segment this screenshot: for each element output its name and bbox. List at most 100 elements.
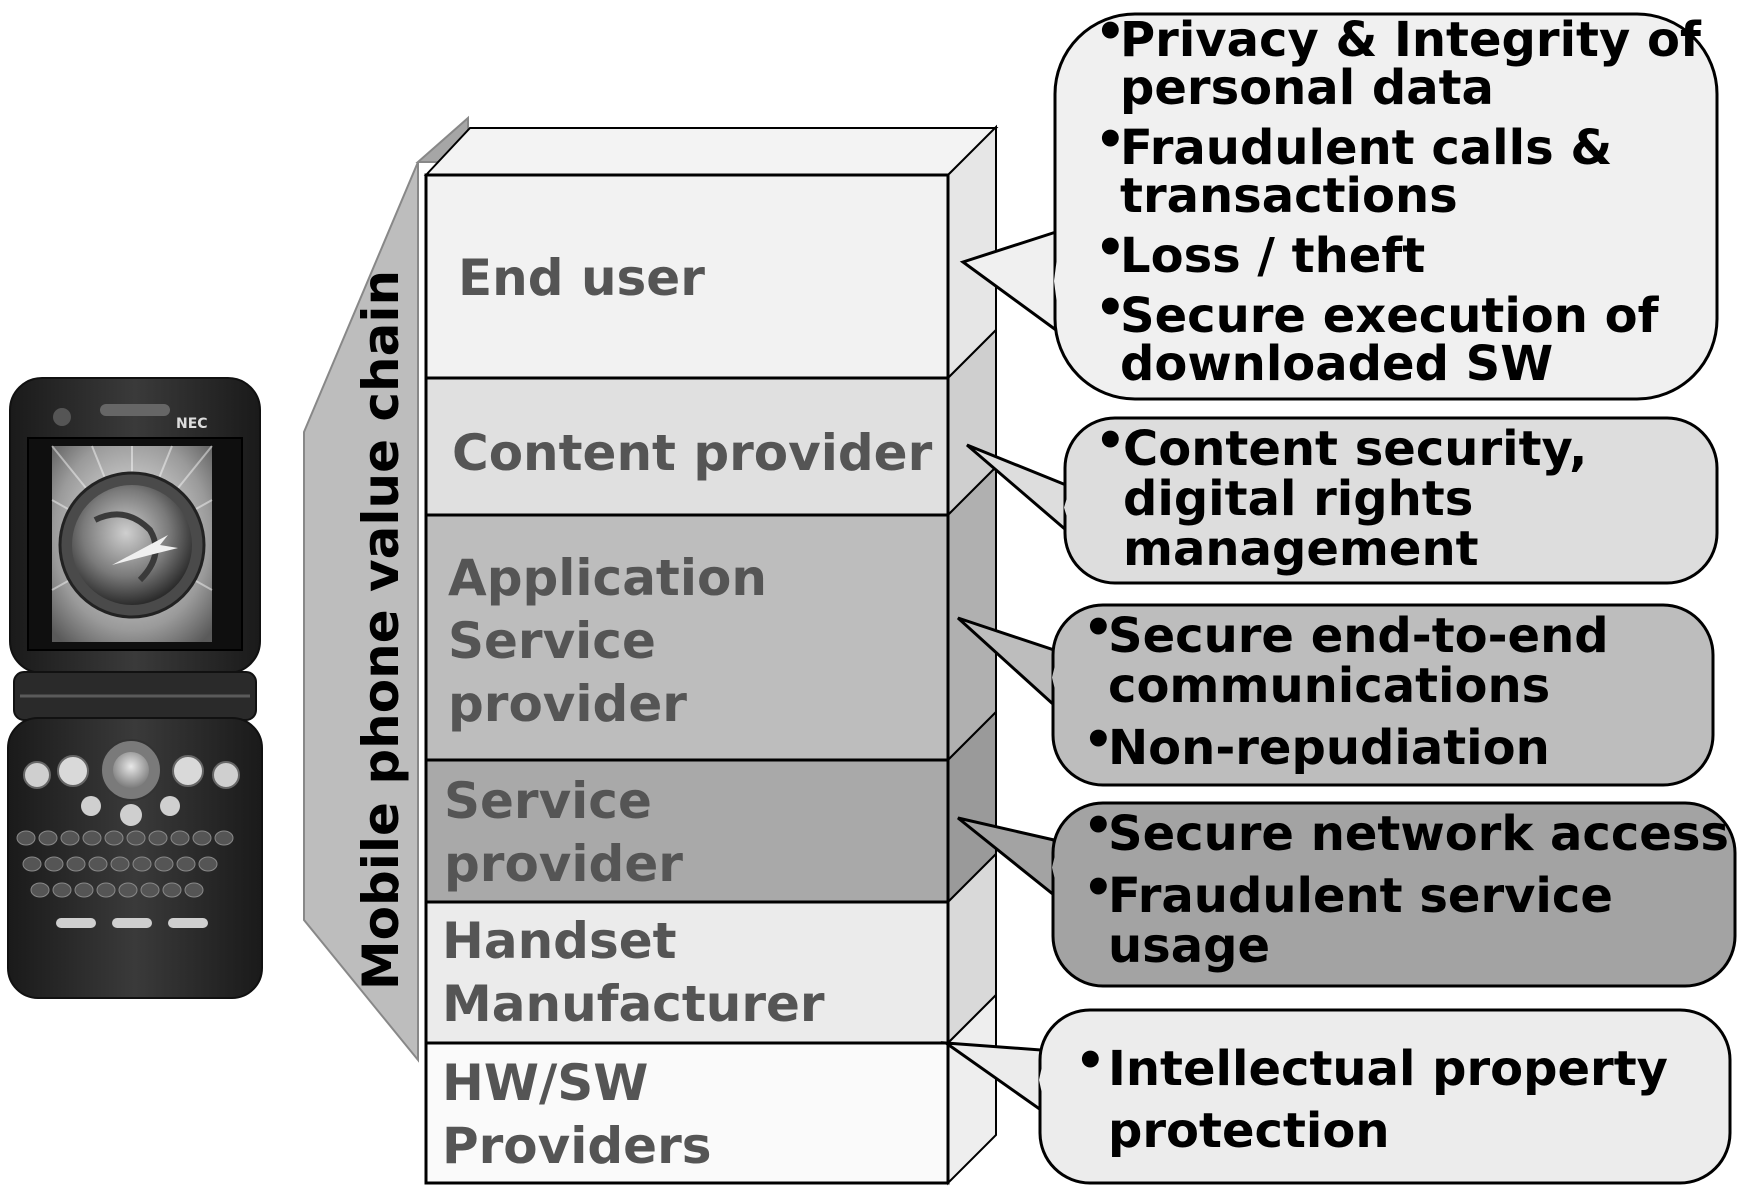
axis-label: Mobile phone value chain <box>352 270 410 990</box>
keypad-key[interactable] <box>162 882 182 898</box>
callout-item-text: Non-repudiation <box>1108 720 1550 776</box>
keypad-key[interactable] <box>30 882 50 898</box>
keypad-key[interactable] <box>66 856 86 872</box>
layer-box-application-service-provider <box>424 513 950 762</box>
callout-item-text: downloaded SW <box>1120 336 1553 392</box>
layer-label-application-service-provider: Service <box>448 612 656 670</box>
layer-box-service-provider <box>424 758 950 904</box>
layer-label-handset-manufacturer: Handset <box>442 912 677 970</box>
keypad-key[interactable] <box>22 856 42 872</box>
softkey-left-button[interactable] <box>23 761 51 789</box>
callout-body <box>1053 12 1719 401</box>
keypad-key[interactable] <box>88 856 108 872</box>
menu-key-left[interactable] <box>81 796 101 816</box>
keypad-key[interactable] <box>148 830 168 846</box>
callout-item-text: personal data <box>1120 60 1494 116</box>
layer-label-application-service-provider: provider <box>448 675 687 733</box>
layer-box-hw-sw-providers <box>424 1041 950 1185</box>
bullet-icon: • <box>1095 220 1126 276</box>
keypad-key[interactable] <box>60 830 80 846</box>
callout-content-provider-concerns: •Content security,digital rightsmanageme… <box>966 413 1719 585</box>
keypad-key[interactable] <box>52 882 72 898</box>
keypad-key[interactable] <box>198 856 218 872</box>
keypad-key[interactable] <box>82 830 102 846</box>
keypad-key[interactable] <box>192 830 212 846</box>
keypad-key[interactable] <box>140 882 160 898</box>
keypad-key[interactable] <box>74 882 94 898</box>
callout-body <box>1051 801 1737 988</box>
layer-content-provider: Content provider <box>424 327 997 518</box>
callout-application-service-provider-concerns: •Secure end-to-endcommunications•Non-rep… <box>956 600 1715 787</box>
phone-brand-label: NEC <box>176 416 208 432</box>
layer-label-end-user: End user <box>458 249 705 307</box>
layer-label-service-provider: Service <box>444 772 652 830</box>
callout-item-text: usage <box>1108 918 1270 974</box>
airplane-icon <box>112 535 178 565</box>
bullet-icon: • <box>1095 413 1126 469</box>
end-button[interactable] <box>172 755 204 787</box>
bullet-icon: • <box>1083 600 1114 656</box>
bullet-icon: • <box>1075 1033 1106 1089</box>
callout-seam <box>1052 843 1058 892</box>
layer-side-application-service-provider <box>947 464 997 763</box>
layer-label-handset-manufacturer: Manufacturer <box>442 975 825 1033</box>
callout-item-text: management <box>1123 521 1479 577</box>
keypad-key[interactable] <box>176 856 196 872</box>
callout-item-text: Fraudulent calls & <box>1120 120 1612 176</box>
callout-item-text: Secure execution of <box>1120 288 1660 344</box>
keypad-key[interactable] <box>154 856 174 872</box>
mobile-phone-image: NEC <box>7 377 263 999</box>
keypad-key[interactable] <box>126 830 146 846</box>
bullet-icon: • <box>1083 798 1114 854</box>
keypad-key[interactable] <box>118 882 138 898</box>
keypad-key[interactable] <box>16 830 36 846</box>
keypad-key[interactable] <box>214 830 234 846</box>
callout-item-text: Loss / theft <box>1120 228 1425 284</box>
callout-item-text: Privacy & Integrity of <box>1120 12 1702 68</box>
layer-label-content-provider: Content provider <box>452 424 933 482</box>
menu-key-center[interactable] <box>120 804 142 826</box>
callout-item-text: digital rights <box>1123 471 1473 527</box>
callout-body <box>1038 1008 1732 1185</box>
layer-label-hw-sw-providers: HW/SW <box>442 1054 648 1112</box>
callout-seam <box>1039 1053 1045 1107</box>
callout-item-text: communications <box>1108 658 1550 714</box>
bullet-icon: • <box>1095 280 1126 336</box>
keypad-key[interactable] <box>184 882 204 898</box>
callout-seam <box>1052 653 1058 702</box>
softkey-right-button[interactable] <box>212 761 240 789</box>
keypad-key[interactable] <box>104 830 124 846</box>
qwerty-keypad[interactable] <box>16 830 234 898</box>
keypad-key[interactable] <box>110 856 130 872</box>
bullet-icon: • <box>1083 860 1114 916</box>
keypad-key[interactable] <box>38 830 58 846</box>
dpad-center-button[interactable] <box>113 752 149 788</box>
keypad-key[interactable] <box>170 830 190 846</box>
keypad-key[interactable] <box>132 856 152 872</box>
layer-label-hw-sw-providers: Providers <box>442 1117 712 1175</box>
keypad-key[interactable] <box>44 856 64 872</box>
callout-item-text: Fraudulent service <box>1108 868 1613 924</box>
menu-key-right[interactable] <box>160 796 180 816</box>
keypad-key[interactable] <box>96 882 116 898</box>
callout-item-text: Intellectual property <box>1108 1041 1668 1097</box>
callout-item-text: Secure end-to-end <box>1108 608 1609 664</box>
stack-top-face <box>423 127 999 176</box>
callout-item-text: Content security, <box>1123 421 1587 477</box>
callout-seam <box>1064 488 1070 527</box>
call-button[interactable] <box>57 755 89 787</box>
callout-body <box>1051 603 1715 787</box>
layer-box-content-provider <box>424 376 950 517</box>
layer-label-application-service-provider: Application <box>448 549 767 607</box>
layer-end-user: End user <box>424 124 997 381</box>
